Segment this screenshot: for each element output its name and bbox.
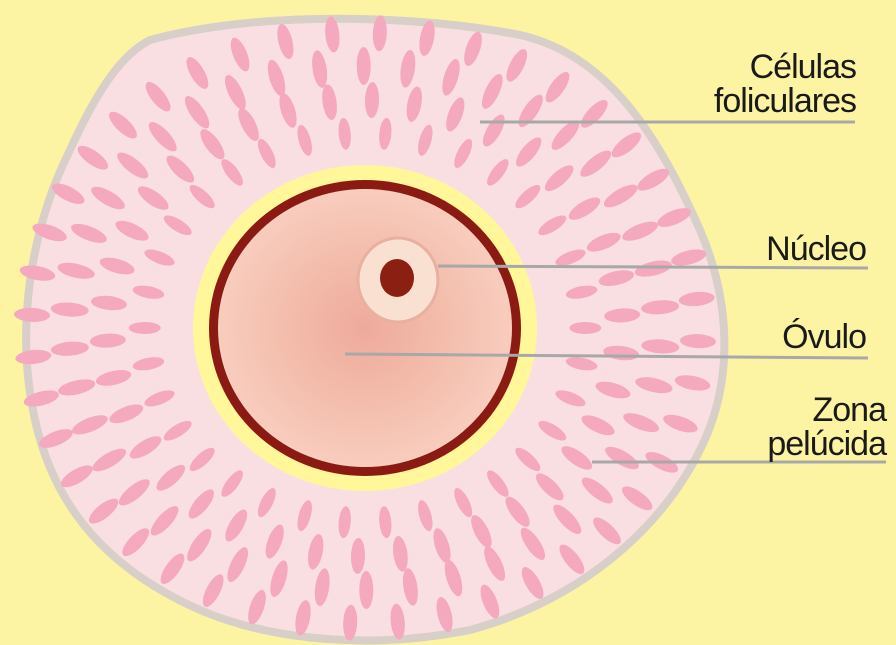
nucleolus bbox=[380, 259, 414, 297]
label-nucleo: Núcleo bbox=[766, 232, 866, 266]
label-ovulo-text: Óvulo bbox=[782, 320, 866, 354]
label-celulas-line2: foliculares bbox=[714, 84, 856, 118]
ovum bbox=[218, 189, 512, 467]
label-nucleo-text: Núcleo bbox=[766, 232, 866, 266]
label-ovulo: Óvulo bbox=[782, 320, 866, 354]
follicular-cell bbox=[569, 322, 601, 334]
label-celulas-line1: Células bbox=[714, 50, 856, 84]
label-zona-pelucida: Zona pelúcida bbox=[767, 393, 886, 461]
label-zona-line1: Zona bbox=[767, 393, 886, 427]
label-zona-line2: pelúcida bbox=[767, 427, 886, 461]
follicular-cell bbox=[129, 322, 161, 334]
label-celulas-foliculares: Células foliculares bbox=[714, 50, 856, 118]
